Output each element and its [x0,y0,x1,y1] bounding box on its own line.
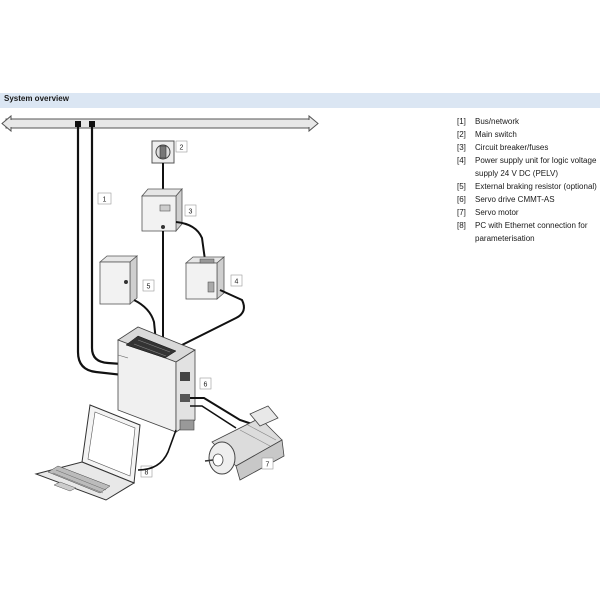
main-switch: 2 [151,140,188,164]
legend-text: Main switch [475,129,517,139]
legend-item: [3] Circuit breaker/fuses [457,142,600,155]
legend-number: [3] [457,142,466,152]
callout-label-5: 5 [147,284,151,291]
callout-1: 1 [97,192,112,205]
legend-number: [5] [457,181,466,191]
callout-label-4: 4 [235,279,239,286]
legend-number: [8] [457,220,466,230]
cable-pc-drive [137,429,177,471]
braking-resistor: 5 [98,255,155,305]
legend-number: [2] [457,129,466,139]
legend-number: [4] [457,155,466,165]
legend-item: [7] Servo motor [457,207,600,220]
cable-resistor-drive [133,299,157,343]
cable-breaker-psu [175,221,206,261]
callout-label-3: 3 [189,209,193,216]
legend-text: Bus/network [475,117,520,126]
cable-psu-drive [171,289,245,353]
callout-label-2: 2 [180,145,184,152]
laptop-pc: 8 [34,404,153,501]
legend: [1] Bus/network [2] Main switch [3] Circ… [457,116,600,246]
legend-text: PC with Ethernet connection for paramete… [475,220,588,243]
power-supply-unit: 4 [184,256,243,300]
legend-text: Circuit breaker/fuses [475,142,549,152]
legend-number: [1] [457,117,466,126]
legend-text: Power supply unit for logic voltage supp… [475,155,597,178]
legend-item: [6] Servo drive CMMT-AS [457,194,600,207]
page-title: System overview [4,94,69,103]
legend-number: [7] [457,207,466,217]
callout-label-6: 6 [204,382,208,389]
callout-label-8: 8 [145,470,149,477]
servo-drive: 6 [117,326,212,433]
servo-motor: 7 [204,405,285,481]
legend-item: [5] External braking resistor (optional) [457,181,600,194]
legend-text: External braking resistor (optional) [475,181,597,191]
legend-number: [6] [457,194,466,204]
legend-item: [2] Main switch [457,129,600,142]
legend-item: [1] Bus/network [457,116,600,129]
bus-cables [75,121,176,380]
callout-label-7: 7 [266,462,270,469]
legend-item: [8] PC with Ethernet connection for para… [457,220,600,246]
bus-network-bar [1,114,319,133]
cable-drive-motor-2 [190,405,237,429]
callout-label-1: 1 [103,197,107,204]
legend-text: Servo drive CMMT-AS [475,194,555,204]
legend-text: Servo motor [475,207,519,217]
header-bar: System overview [0,93,600,108]
legend-item: [4] Power supply unit for logic voltage … [457,155,600,181]
circuit-breaker: 3 [141,187,197,233]
cable-drive-motor [190,397,253,425]
